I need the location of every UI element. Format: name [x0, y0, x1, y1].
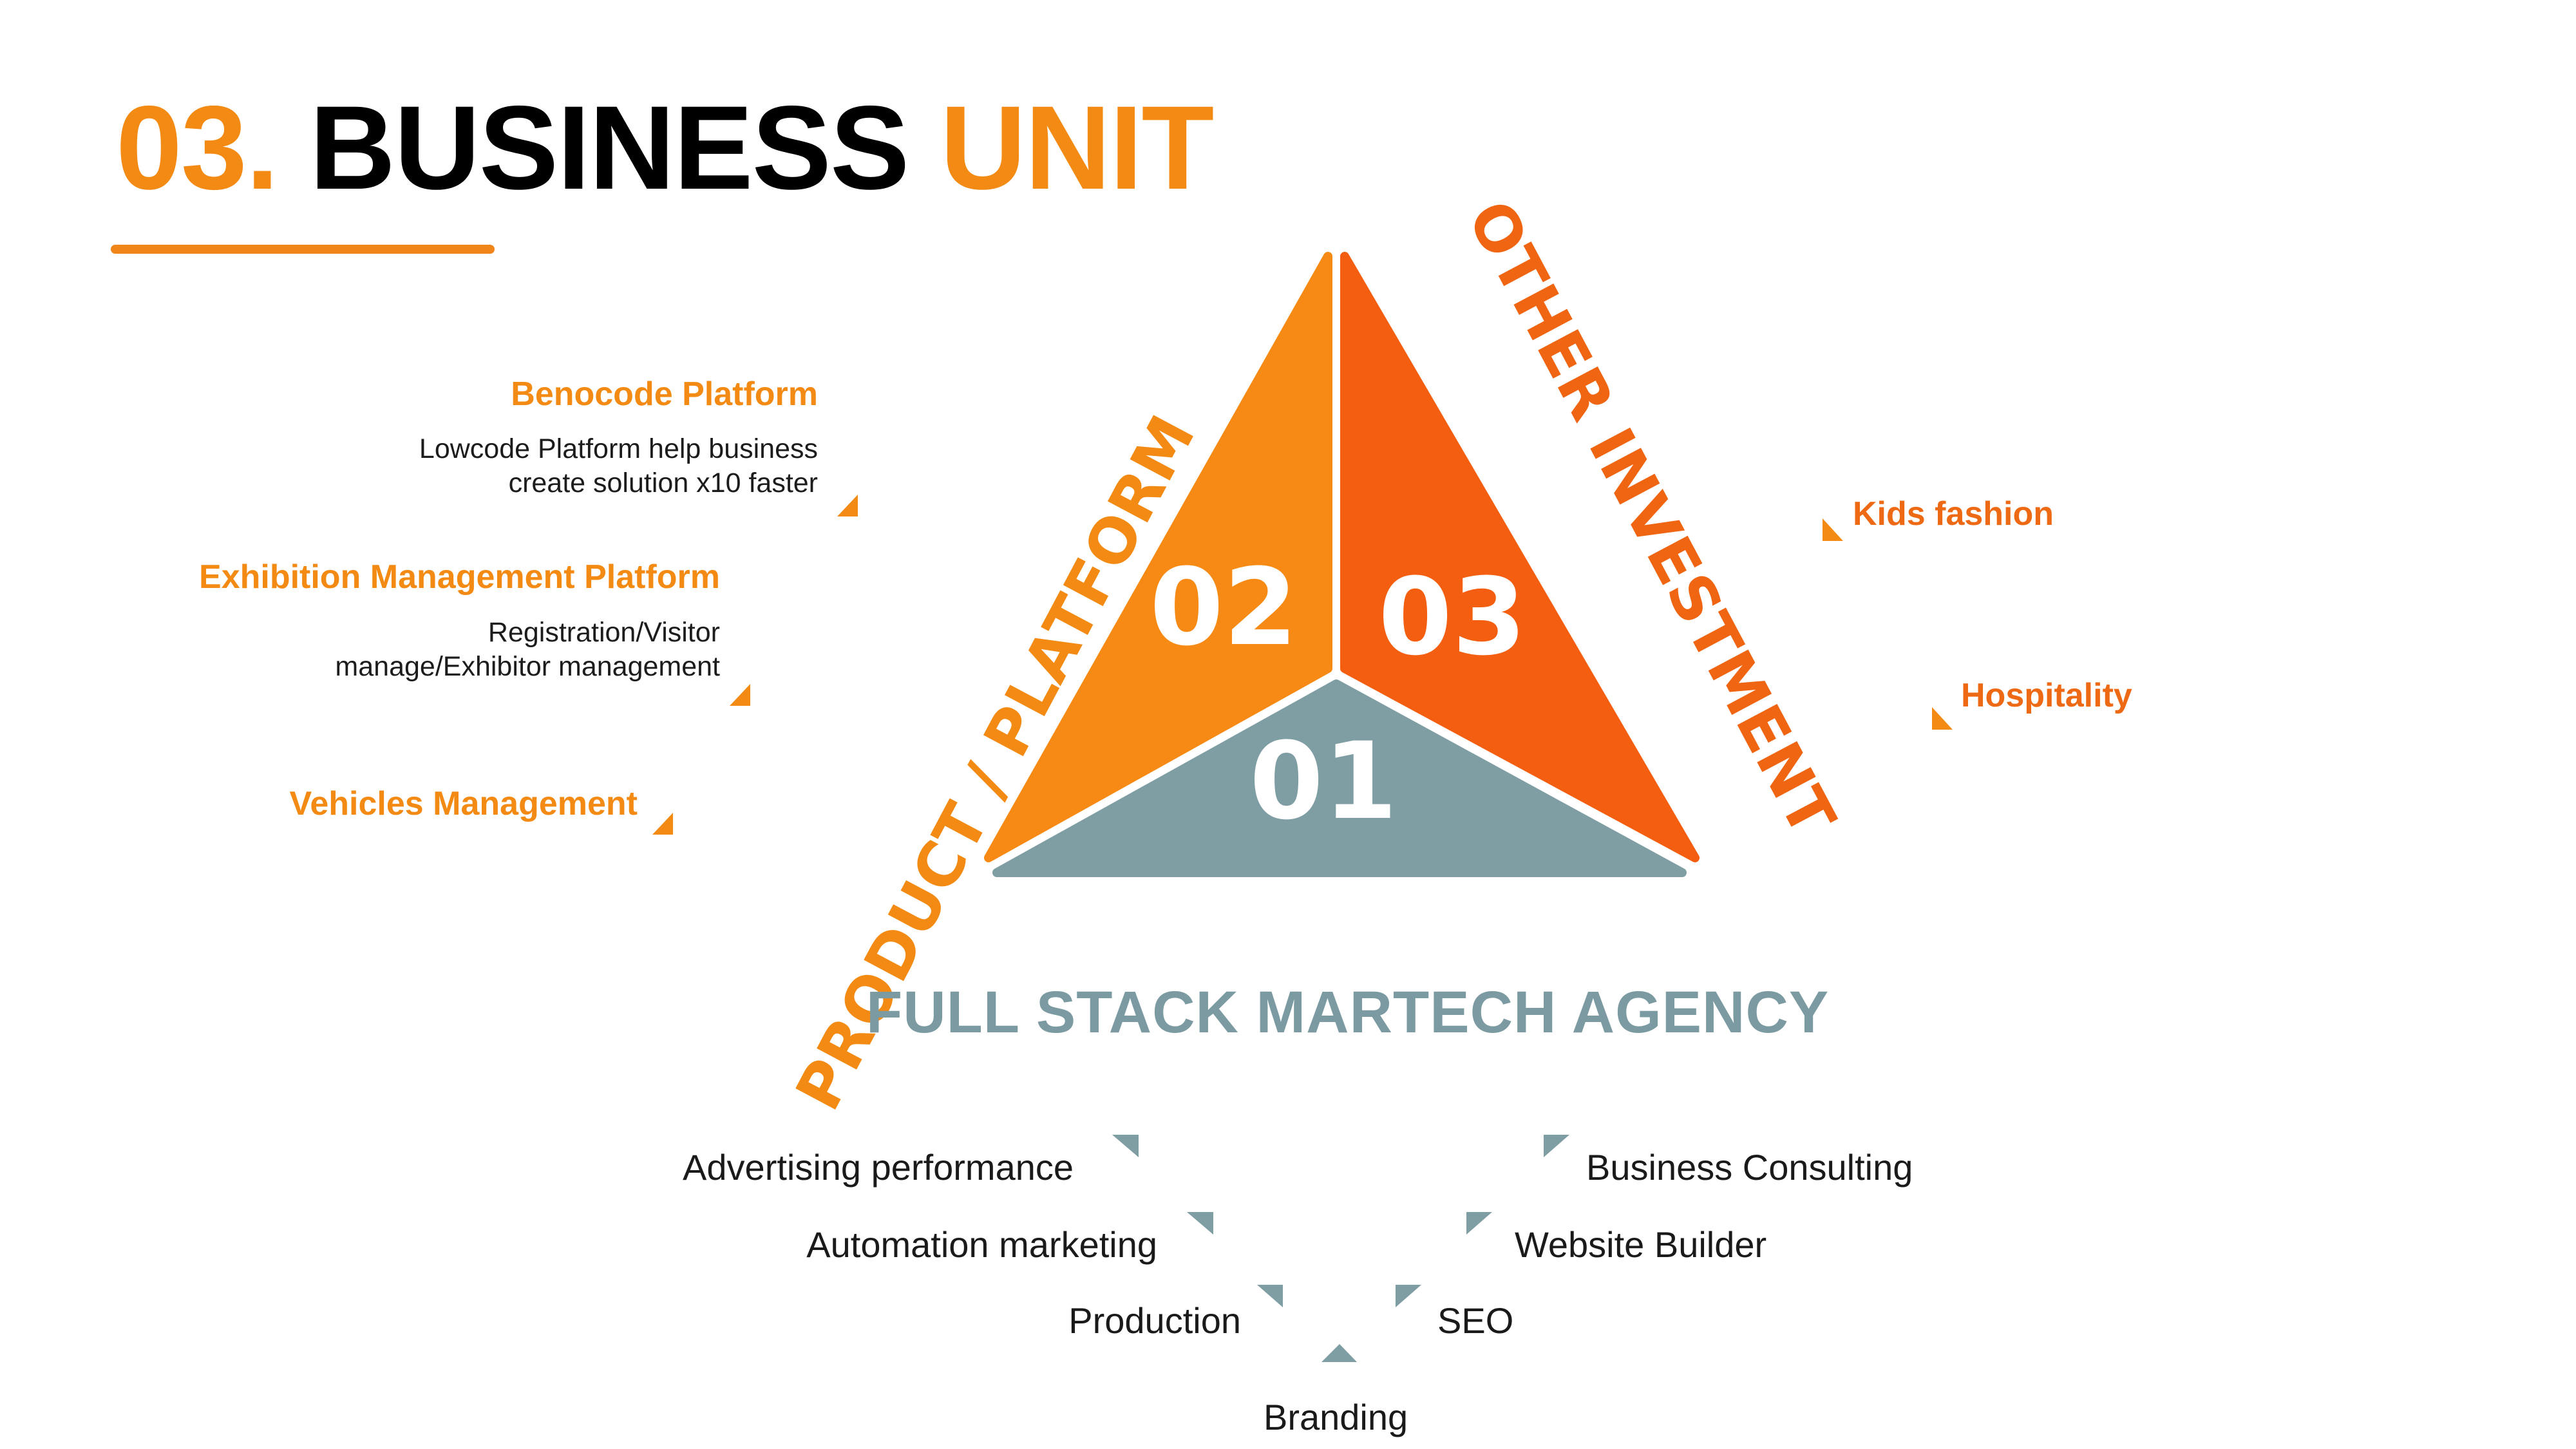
triangle-marker-icon [837, 495, 858, 516]
title-underline [111, 245, 495, 254]
agency-title: FULL STACK MARTECH AGENCY [866, 980, 1830, 1045]
triangle-marker-icon [1257, 1285, 1283, 1307]
title-main: BUSINESS [309, 82, 910, 214]
segment-01 [992, 679, 1687, 877]
triangle-marker-icon [1187, 1212, 1213, 1235]
triangle-marker-icon [1466, 1212, 1492, 1235]
segment-02 [984, 252, 1332, 862]
triangle-marker-icon [1396, 1285, 1421, 1307]
service-business-consulting: Business Consulting [1586, 1147, 1913, 1188]
triangle-marker-icon [730, 684, 750, 706]
triangle-marker-icon [1823, 518, 1843, 541]
service-website-builder: Website Builder [1515, 1224, 1767, 1265]
segment-03-number: 03 [1378, 555, 1526, 679]
triangle-marker-icon [1112, 1135, 1139, 1157]
segment-01-number: 01 [1249, 719, 1397, 843]
triangle-marker-icon [652, 813, 673, 835]
service-production: Production [1068, 1300, 1241, 1341]
exhibition-platform-title: Exhibition Management Platform [199, 558, 720, 596]
kids-fashion-title: Kids fashion [1853, 495, 2054, 533]
segment-03 [1340, 252, 1700, 862]
title-number: 03. [116, 82, 279, 214]
service-seo: SEO [1437, 1300, 1514, 1341]
service-automation-marketing: Automation marketing [806, 1224, 1157, 1265]
segment-02-number: 02 [1150, 545, 1298, 669]
service-advertising-performance: Advertising performance [683, 1147, 1074, 1188]
benocode-platform-desc-line1: Lowcode Platform help business [419, 433, 818, 464]
benocode-platform-title: Benocode Platform [511, 375, 818, 413]
exhibition-platform-desc-line1: Registration/Visitor [488, 617, 720, 648]
triangle-marker-icon [1321, 1344, 1357, 1362]
exhibition-platform-desc-line2: manage/Exhibitor management [335, 651, 720, 682]
hospitality-title: Hospitality [1961, 677, 2132, 714]
vehicles-management-title: Vehicles Management [289, 785, 638, 822]
triangle-marker-icon [1544, 1135, 1569, 1157]
page-title: 03. BUSINESS UNIT [116, 77, 1215, 219]
benocode-platform-desc-line2: create solution x10 faster [508, 468, 818, 498]
service-branding: Branding [1264, 1397, 1408, 1437]
triangle-marker-icon [1932, 707, 1953, 730]
title-accent: UNIT [940, 82, 1215, 214]
